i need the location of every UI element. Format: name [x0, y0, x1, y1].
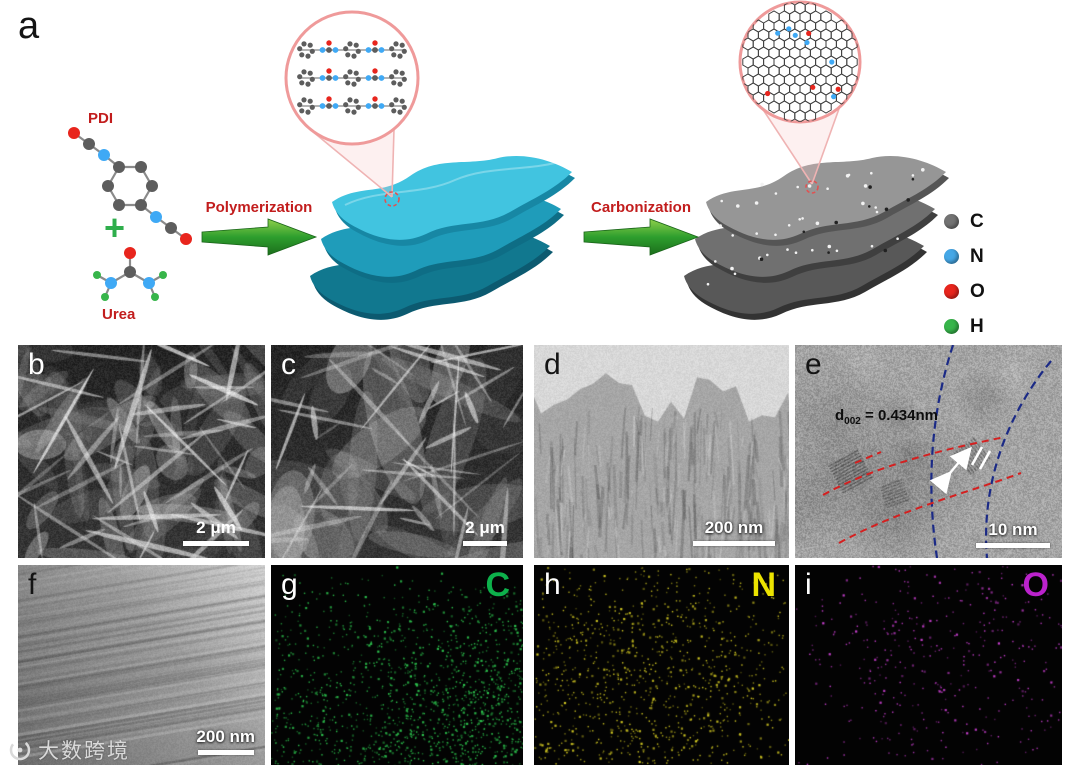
scale-bar-text: 2 μm: [196, 518, 236, 537]
scale-bar: 200 nm: [196, 728, 255, 755]
blue-dashed-boundary: [930, 345, 955, 558]
sem-micrograph-c: [271, 345, 523, 558]
oxygen-atom-dot: [944, 284, 959, 299]
scale-bar-text: 2 μm: [465, 518, 505, 537]
oxygen-elemental-map: [795, 565, 1062, 765]
watermark-logo-icon: [9, 739, 31, 761]
urea-label: Urea: [102, 306, 136, 323]
panel-i-oxygen-map: i O: [795, 565, 1062, 765]
blue-dashed-boundary: [985, 360, 1052, 558]
watermark: 大数跨境: [8, 735, 130, 765]
tem-micrograph-d: [534, 345, 789, 558]
panel-b-sem-image: b 2 μm: [18, 345, 265, 558]
panel-a-scheme: a PDI + Urea Polymerization Carbonizatio…: [0, 0, 1080, 345]
scale-bar-line: [976, 543, 1050, 548]
carbon-elemental-map: [271, 565, 523, 765]
legend-item-nitrogen: N: [944, 239, 985, 274]
hrtem-annotation-graphics: [822, 345, 1052, 558]
panel-label-h: h: [544, 568, 561, 601]
polymerization-label: Polymerization: [205, 199, 313, 216]
legend-item-oxygen: O: [944, 274, 985, 309]
urea-molecule: [93, 247, 167, 301]
panel-c-sem-image: c 2 μm: [271, 345, 523, 558]
magnifier-polymer-structure: [284, 10, 420, 207]
panel-label-a: a: [18, 5, 40, 47]
d-spacing-arrow: [929, 446, 972, 495]
magnifier-graphene-lattice: [738, 0, 862, 194]
scale-bar-line: [197, 750, 254, 755]
scale-bar-line: [693, 541, 775, 546]
scale-bar-line: [463, 541, 507, 546]
carbonization-arrow: [583, 218, 700, 256]
legend-symbol: C: [970, 210, 984, 232]
legend-item-carbon: C: [944, 204, 985, 239]
panel-label-d: d: [544, 348, 561, 381]
panel-h-nitrogen-map: h N: [534, 565, 789, 765]
polymer-sheet-stack: [310, 155, 575, 320]
red-dashed-mark: [854, 451, 882, 464]
element-symbol-oxygen: O: [1022, 566, 1049, 604]
nitrogen-elemental-map: [534, 565, 789, 765]
carbon-atom-dot: [944, 214, 959, 229]
watermark-text: 大数跨境: [38, 740, 130, 763]
red-dashed-boundary: [838, 472, 1022, 544]
panel-label-b: b: [28, 348, 45, 381]
legend-symbol: O: [970, 280, 985, 302]
panel-label-e: e: [805, 348, 822, 381]
panel-label-f: f: [28, 568, 37, 601]
pdi-label: PDI: [88, 110, 114, 127]
panel-label-g: g: [281, 568, 298, 601]
carbonization-label: Carbonization: [591, 199, 691, 216]
scale-bar: 200 nm: [693, 519, 775, 546]
plus-sign: +: [104, 207, 126, 248]
element-symbol-carbon: C: [485, 566, 510, 604]
element-symbol-nitrogen: N: [751, 566, 776, 604]
pdi-molecule: [68, 127, 192, 245]
scale-bar-text: 200 nm: [704, 518, 764, 537]
atom-legend: C N O H: [944, 204, 985, 344]
panel-e-hrtem-image: d002 = 0.434nm e 10 nm: [795, 345, 1062, 558]
synthesis-scheme-graphic: [68, 0, 949, 320]
panel-f-tem-image: f 200 nm: [18, 565, 265, 765]
panel-label-c: c: [281, 348, 296, 381]
nitrogen-atom-dot: [944, 249, 959, 264]
legend-symbol: H: [970, 315, 984, 337]
scale-bar-text: 10 nm: [988, 520, 1038, 539]
legend-item-hydrogen: H: [944, 309, 985, 344]
hrtem-micrograph-e: [795, 345, 1062, 558]
polymerization-arrow: [201, 218, 318, 256]
panel-g-carbon-map: g C: [271, 565, 523, 765]
carbon-sheet-stack: [684, 155, 949, 320]
sem-micrograph-b: [18, 345, 265, 558]
scale-bar: 2 μm: [463, 519, 507, 546]
lattice-fringe-mark: [970, 446, 984, 466]
panel-d-tem-image: d 200 nm: [534, 345, 789, 558]
scale-bar-line: [183, 541, 249, 546]
tem-micrograph-f: [18, 565, 265, 765]
scale-bar-text: 200 nm: [196, 727, 255, 746]
scale-bar: 2 μm: [183, 519, 249, 546]
panel-label-i: i: [805, 568, 812, 601]
lattice-fringe-mark: [978, 450, 992, 470]
red-dashed-boundary: [822, 436, 1006, 496]
hydrogen-atom-dot: [944, 319, 959, 334]
scale-bar: 10 nm: [976, 521, 1050, 548]
legend-symbol: N: [970, 245, 984, 267]
d-spacing-annotation: d002 = 0.434nm: [835, 407, 938, 427]
